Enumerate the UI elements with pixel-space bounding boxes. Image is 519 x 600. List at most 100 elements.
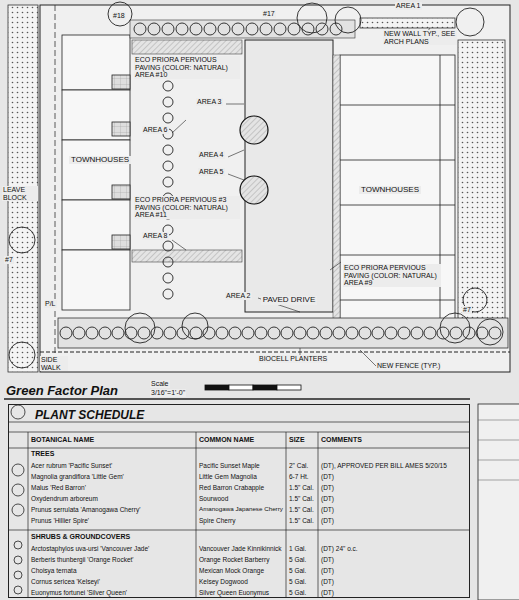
table-cell: 1.5" Cal.: [288, 517, 315, 524]
table-cell: Oxydendrum arboreum: [30, 495, 99, 502]
table-cell: (DT): [320, 495, 335, 502]
table-cell: COMMENTS: [320, 436, 363, 444]
plant-symbol: [99, 327, 111, 339]
area-name: TOWNHOUSES: [69, 156, 131, 165]
table-cell: 1.5" Cal.: [288, 506, 315, 513]
plan-label: NEW FENCE (TYP.): [376, 362, 441, 370]
plant-symbol: [385, 327, 397, 339]
plant-symbol: [190, 327, 202, 339]
plant-symbol: [148, 23, 160, 35]
table-cell: Berberis thunbergii 'Orange Rocket': [30, 556, 135, 563]
schedule-symbols: [11, 405, 25, 594]
plan-label: AREA 5: [198, 168, 225, 176]
table-cell: Malus 'Red Barron': [30, 484, 87, 491]
plan-label: LEAVE BLOCK: [2, 186, 38, 201]
plan-label: ECO PRIORA PERVIOUS #3 PAVING (COLOR: NA…: [134, 196, 240, 219]
table-cell: (DT): [320, 473, 335, 480]
table-cell: Red Barron Crabapple: [198, 484, 265, 491]
table-cell: Amanogawa Japanese Cherry: [198, 506, 284, 513]
table-cell: Silver Queen Euonymus: [198, 589, 270, 596]
table-cell: (DT): [320, 506, 335, 513]
plant-symbol: [242, 327, 254, 339]
plant-symbol: [9, 342, 35, 368]
table-cell: SIZE: [288, 436, 306, 444]
plant-symbol: [440, 313, 470, 343]
table-cell: 5 Gal.: [288, 589, 307, 596]
plant-symbol: [163, 289, 173, 299]
table-cell: SHRUBS & GROUNDCOVERS: [30, 533, 131, 541]
table-cell: Kelsey Dogwood: [198, 578, 249, 585]
table-cell: Euonymus fortunei 'Silver Queen': [30, 589, 128, 596]
plant-symbol: [163, 97, 173, 107]
plant-symbol: [333, 327, 345, 339]
plant-symbol: [86, 327, 98, 339]
plan-label: NEW WALL TYP., SEE ARCH PLANS: [383, 30, 457, 45]
plant-symbol: [163, 161, 173, 171]
plant-symbol: [232, 23, 244, 35]
plant-symbol: [229, 327, 241, 339]
plant-symbol: [60, 327, 72, 339]
plan-label: SIDE WALK: [40, 356, 68, 371]
plant-symbol: [346, 327, 358, 339]
scale-bar: [205, 385, 301, 390]
plant-symbol: [203, 327, 215, 339]
table-cell: Vancouver Jade Kinnikinnick: [198, 545, 283, 552]
plant-symbol: [246, 23, 258, 35]
table-cell: 5 Gal.: [288, 556, 307, 563]
table-cell: Sourwood: [198, 495, 229, 502]
table-cell: 6-7 Ht.: [288, 473, 310, 480]
plant-symbol: [163, 113, 173, 123]
plant-symbol: [450, 327, 462, 339]
plant-symbol: [255, 327, 267, 339]
plant-symbol: [190, 23, 202, 35]
table-cell: (DT): [320, 556, 335, 563]
table-cell: Arctostaphylos uva-ursi 'Vancouver Jade': [30, 545, 150, 552]
table-title: PLANT SCHEDULE: [33, 409, 146, 422]
plan-label: #17: [262, 10, 276, 18]
table-cell: (DT): [320, 484, 335, 491]
table-cell: Choisya ternata: [30, 567, 78, 574]
table-cell: BOTANICAL NAME: [30, 436, 95, 444]
plant-symbol: [359, 327, 371, 339]
table-cell: Magnolia grandiflora 'Little Gem': [30, 473, 125, 480]
table-cell: (DT), APPROVED PER BILL AMES 5/20/15: [320, 462, 448, 469]
plant-symbol: [151, 327, 163, 339]
plant-symbol: [477, 319, 503, 345]
table-cell: Mexican Mock Orange: [198, 567, 265, 574]
plan-label: #18: [112, 12, 126, 20]
plan-label: AREA 1: [395, 2, 422, 10]
plan-label: AREA 4: [198, 151, 225, 159]
plan-label: ECO PRIORA PERVIOUS PAVING (COLOR: NATUR…: [134, 56, 240, 79]
plan-label: 3/16"=1'-0": [150, 389, 186, 397]
table-cell: (DT): [320, 567, 335, 574]
plant-symbol: [73, 327, 85, 339]
table-cell: Pacific Sunset Maple: [198, 462, 261, 469]
plant-symbol: [424, 327, 436, 339]
new-fence: [40, 352, 510, 353]
plant-symbol: [134, 23, 146, 35]
plant-symbol: [398, 327, 410, 339]
plan-label: P/L: [44, 300, 57, 308]
plan-label: AREA 3: [196, 98, 223, 106]
plant-symbol: [163, 177, 173, 187]
plant-symbol: [274, 23, 286, 35]
plant-symbol: [163, 273, 173, 283]
plant-symbol: [335, 7, 361, 33]
table-cell: (DT) 24" o.c.: [320, 545, 359, 552]
schedule-table: [8, 422, 470, 598]
plant-symbol: [297, 3, 327, 33]
plan-label: AREA 8: [142, 232, 169, 240]
plant-symbol: [268, 327, 280, 339]
plan-label: Scale: [150, 380, 170, 388]
table-cell: Prunus 'Hillier Spire': [30, 517, 90, 524]
plan-label: AREA 6: [142, 126, 169, 134]
plan-title: Green Factor Plan: [6, 383, 118, 398]
plan-label: BIOCELL PLANTERS: [258, 355, 328, 363]
plant-symbol: [125, 313, 155, 343]
plant-symbol: [125, 327, 137, 339]
table-cell: 2" Cal.: [288, 462, 309, 469]
plant-symbol: [216, 327, 228, 339]
plant-symbol: [372, 327, 384, 339]
plant-symbol: [112, 327, 124, 339]
new-wall: [360, 18, 455, 28]
